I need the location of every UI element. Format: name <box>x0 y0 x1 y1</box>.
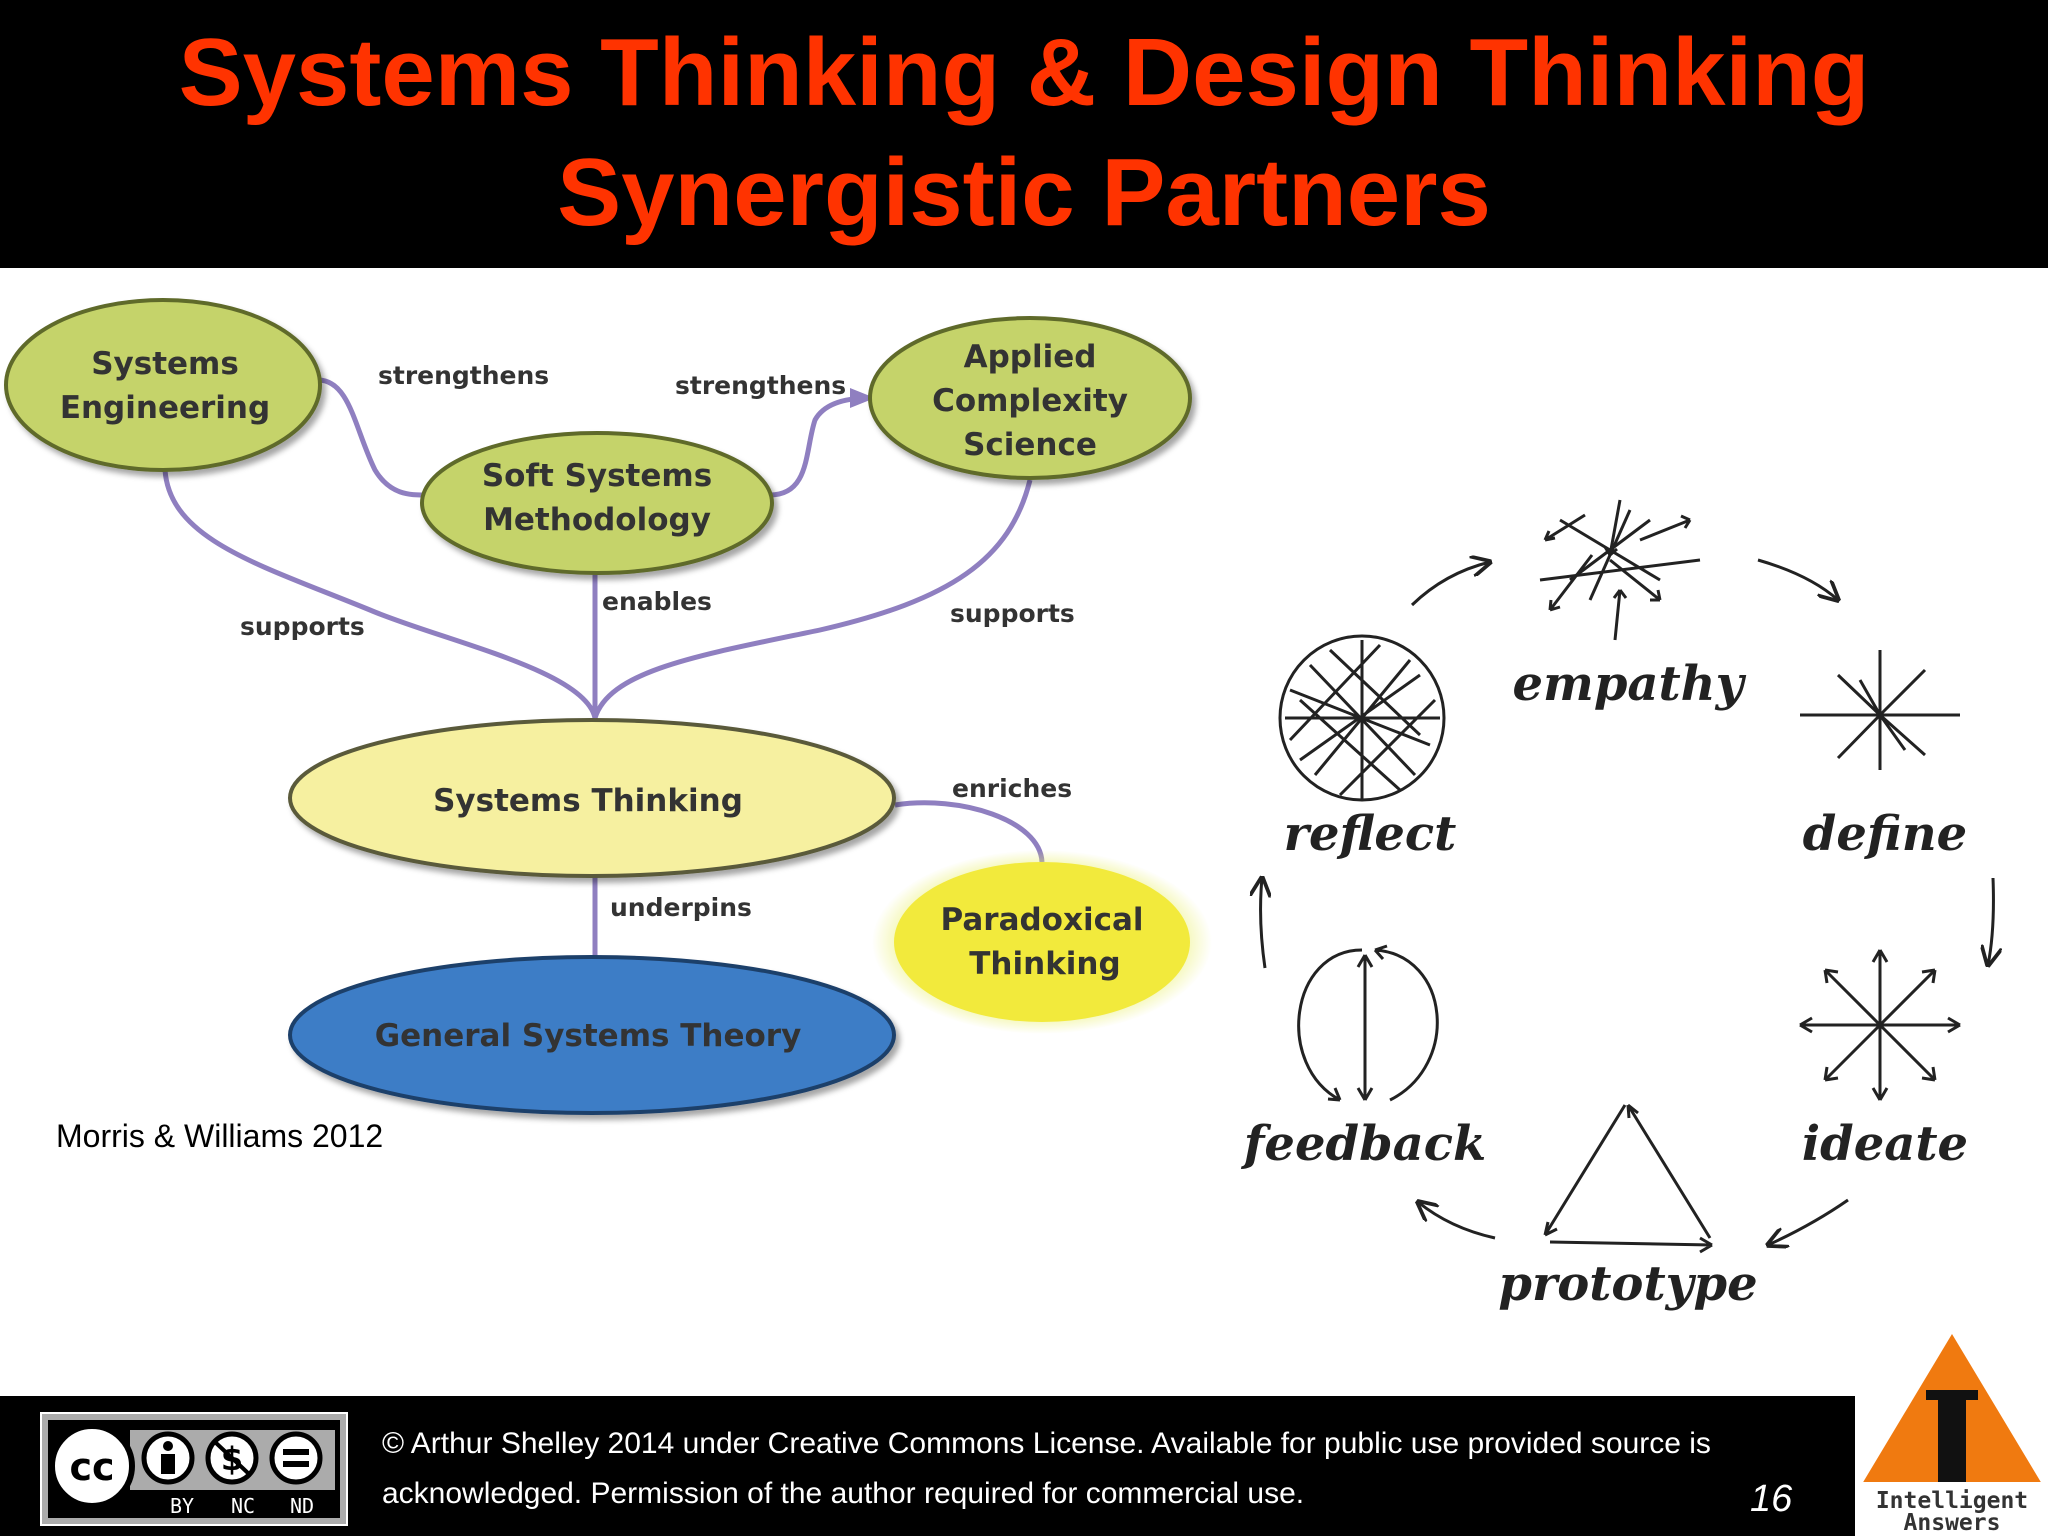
edge-supports-right <box>592 479 1033 719</box>
page-number: 16 <box>1750 1478 1793 1520</box>
logo-text-line-1: Intelligent <box>1876 1488 2028 1514</box>
svg-text:Systems Thinking: Systems Thinking <box>433 783 743 819</box>
label-underpins: underpins <box>610 893 752 922</box>
label-strengthens-left: strengthens <box>378 361 549 390</box>
svg-text:Complexity: Complexity <box>932 383 1128 419</box>
cycle-arrow-prototype-feedback <box>1418 1202 1496 1240</box>
intelligent-answers-logo: Intelligent Answers <box>1858 1334 2046 1534</box>
loop-arrows-icon <box>1297 944 1439 1102</box>
logo-text-line-2: Answers <box>1904 1510 2001 1534</box>
label-supports-left: supports <box>240 612 365 641</box>
radiating-arrows-icon <box>1799 949 1961 1101</box>
attribution-icon <box>141 1431 195 1485</box>
label-enriches: enriches <box>952 774 1072 803</box>
systems-map-connectors <box>162 377 1045 960</box>
node-paradoxical-thinking: Paradoxical Thinking <box>872 850 1212 1034</box>
label-supports-right: supports <box>950 599 1075 628</box>
edge-enriches <box>894 800 1045 863</box>
stage-ideate: ideate <box>1802 1116 1968 1172</box>
cc-icon: cc <box>49 1423 135 1509</box>
burst-arrows-icon <box>1539 499 1701 641</box>
title-banner <box>0 0 2048 268</box>
stage-feedback: feedback <box>1241 1116 1486 1172</box>
cycle-arrow-ideate-prototype <box>1768 1198 1849 1245</box>
tangled-circle-icon <box>1278 634 1446 802</box>
node-general-systems-theory: General Systems Theory <box>288 955 896 1115</box>
triangle-arrows-icon <box>1543 1103 1713 1254</box>
node-systems-engineering: Systems Engineering <box>4 298 322 472</box>
stage-prototype: prototype <box>1498 1256 1757 1312</box>
cycle-arrow-empathy-define <box>1757 558 1838 600</box>
citation: Morris & Williams 2012 <box>56 1118 384 1154</box>
slide-title-line-1: Systems Thinking & Design Thinking <box>178 19 1870 126</box>
cycle-arrow-feedback-reflect <box>1261 878 1265 969</box>
label-strengthens-right: strengthens <box>675 371 846 400</box>
svg-text:Applied: Applied <box>964 339 1097 375</box>
non-commercial-icon: $ <box>205 1431 259 1485</box>
edge-strengthens-right <box>769 388 875 498</box>
svg-text:Soft Systems: Soft Systems <box>482 458 712 494</box>
svg-text:Systems: Systems <box>91 346 239 382</box>
svg-text:Paradoxical: Paradoxical <box>940 902 1143 938</box>
svg-text:Science: Science <box>963 427 1097 463</box>
slide-canvas: strengthens strengthens supports enables… <box>4 298 2048 1312</box>
stage-reflect: reflect <box>1284 806 1457 862</box>
star-burst-icon <box>1800 650 1960 770</box>
edge-supports-left <box>162 469 598 719</box>
svg-text:NC: NC <box>231 1494 255 1518</box>
node-applied-complexity-science: Applied Complexity Science <box>868 316 1192 480</box>
stage-empathy: empathy <box>1513 656 1747 712</box>
svg-text:ND: ND <box>290 1494 314 1518</box>
svg-text:Thinking: Thinking <box>969 946 1120 982</box>
stage-define: define <box>1803 806 1967 862</box>
design-thinking-cycle: empathy define ideate prototype <box>1241 499 1994 1312</box>
cycle-arrow-reflect-empathy <box>1410 562 1490 607</box>
cycle-arrow-define-ideate <box>1988 877 1993 965</box>
svg-text:BY: BY <box>170 1494 194 1518</box>
edge-strengthens-left <box>317 377 426 498</box>
svg-text:Methodology: Methodology <box>483 502 711 538</box>
slide-title-line-2: Synergistic Partners <box>557 139 1491 246</box>
svg-text:cc: cc <box>69 1445 114 1489</box>
no-derivatives-icon <box>269 1431 323 1485</box>
svg-text:Engineering: Engineering <box>60 390 270 426</box>
node-soft-systems-methodology: Soft Systems Methodology <box>420 431 774 575</box>
node-systems-thinking: Systems Thinking <box>288 718 896 878</box>
svg-text:General Systems Theory: General Systems Theory <box>375 1018 802 1054</box>
cycle-arrows <box>1261 560 1994 1245</box>
creative-commons-badge: cc $ BY NC ND <box>40 1412 348 1526</box>
license-text-line-1: © Arthur Shelley 2014 under Creative Com… <box>382 1427 1711 1460</box>
label-enables: enables <box>602 587 712 616</box>
license-text-line-2: acknowledged. Permission of the author r… <box>382 1477 1305 1510</box>
